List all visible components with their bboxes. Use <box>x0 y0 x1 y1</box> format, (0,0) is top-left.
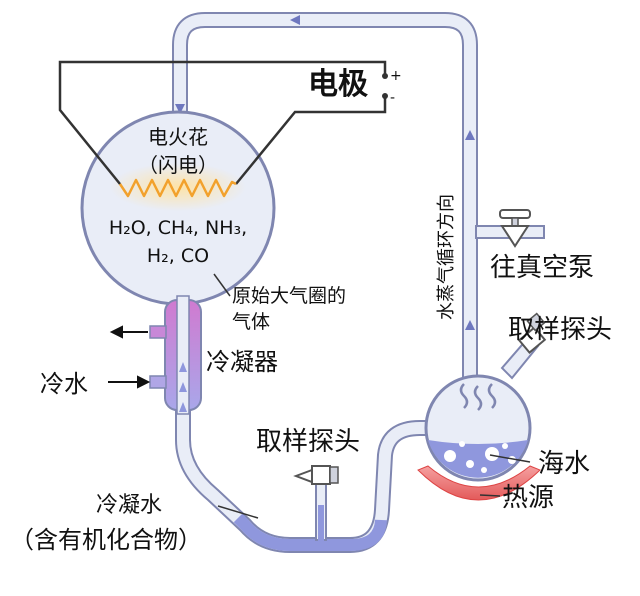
vacuum-pump-label: 往真空泵 <box>490 253 594 283</box>
probe-valve-top <box>517 312 547 354</box>
gases-label-line1: H₂O, CH₄, NH₃, <box>109 217 247 239</box>
probe-top-label: 取样探头 <box>508 315 612 345</box>
heat-source <box>417 465 541 501</box>
gases-label-line2: H₂, CO <box>147 245 209 267</box>
seawater-label: 海水 <box>538 449 590 479</box>
heat-source-label: 热源 <box>502 483 554 513</box>
circulation-arrows <box>175 15 475 330</box>
circulation-label: 水蒸气循环方向 <box>436 194 457 320</box>
electrode-terminal-plus <box>382 73 388 79</box>
organic-compounds-label: （含有机化合物） <box>10 526 202 554</box>
electrode-wires <box>58 60 387 185</box>
glass-tube <box>172 12 545 553</box>
electrode-plus-label: + <box>390 68 402 84</box>
cold-water-label: 冷水 <box>40 370 88 398</box>
condenser-label: 冷凝器 <box>206 348 278 376</box>
water-flow-arrows <box>108 325 151 389</box>
spark-label: 电火花 <box>148 125 208 149</box>
probe-bottom-label: 取样探头 <box>256 427 360 457</box>
electrode-label: 电极 <box>308 67 368 102</box>
lightning-label: （闪电） <box>138 153 218 177</box>
probe-valve-bottom <box>293 465 339 485</box>
seawater-flask <box>424 336 540 482</box>
electrode-terminal-minus <box>382 93 388 99</box>
atmosphere-label-line2: 气体 <box>232 311 270 333</box>
atmosphere-label-line1: 原始大气圈的 <box>232 285 346 307</box>
condenser <box>149 295 202 415</box>
steam-icon <box>459 383 497 411</box>
vacuum-valve <box>499 209 531 248</box>
condensed-water-label: 冷凝水 <box>96 493 162 518</box>
electrode-minus-label: - <box>390 90 395 106</box>
spark-chamber <box>80 110 276 306</box>
pointer-lines <box>213 273 531 519</box>
spark-zigzag <box>118 178 237 198</box>
